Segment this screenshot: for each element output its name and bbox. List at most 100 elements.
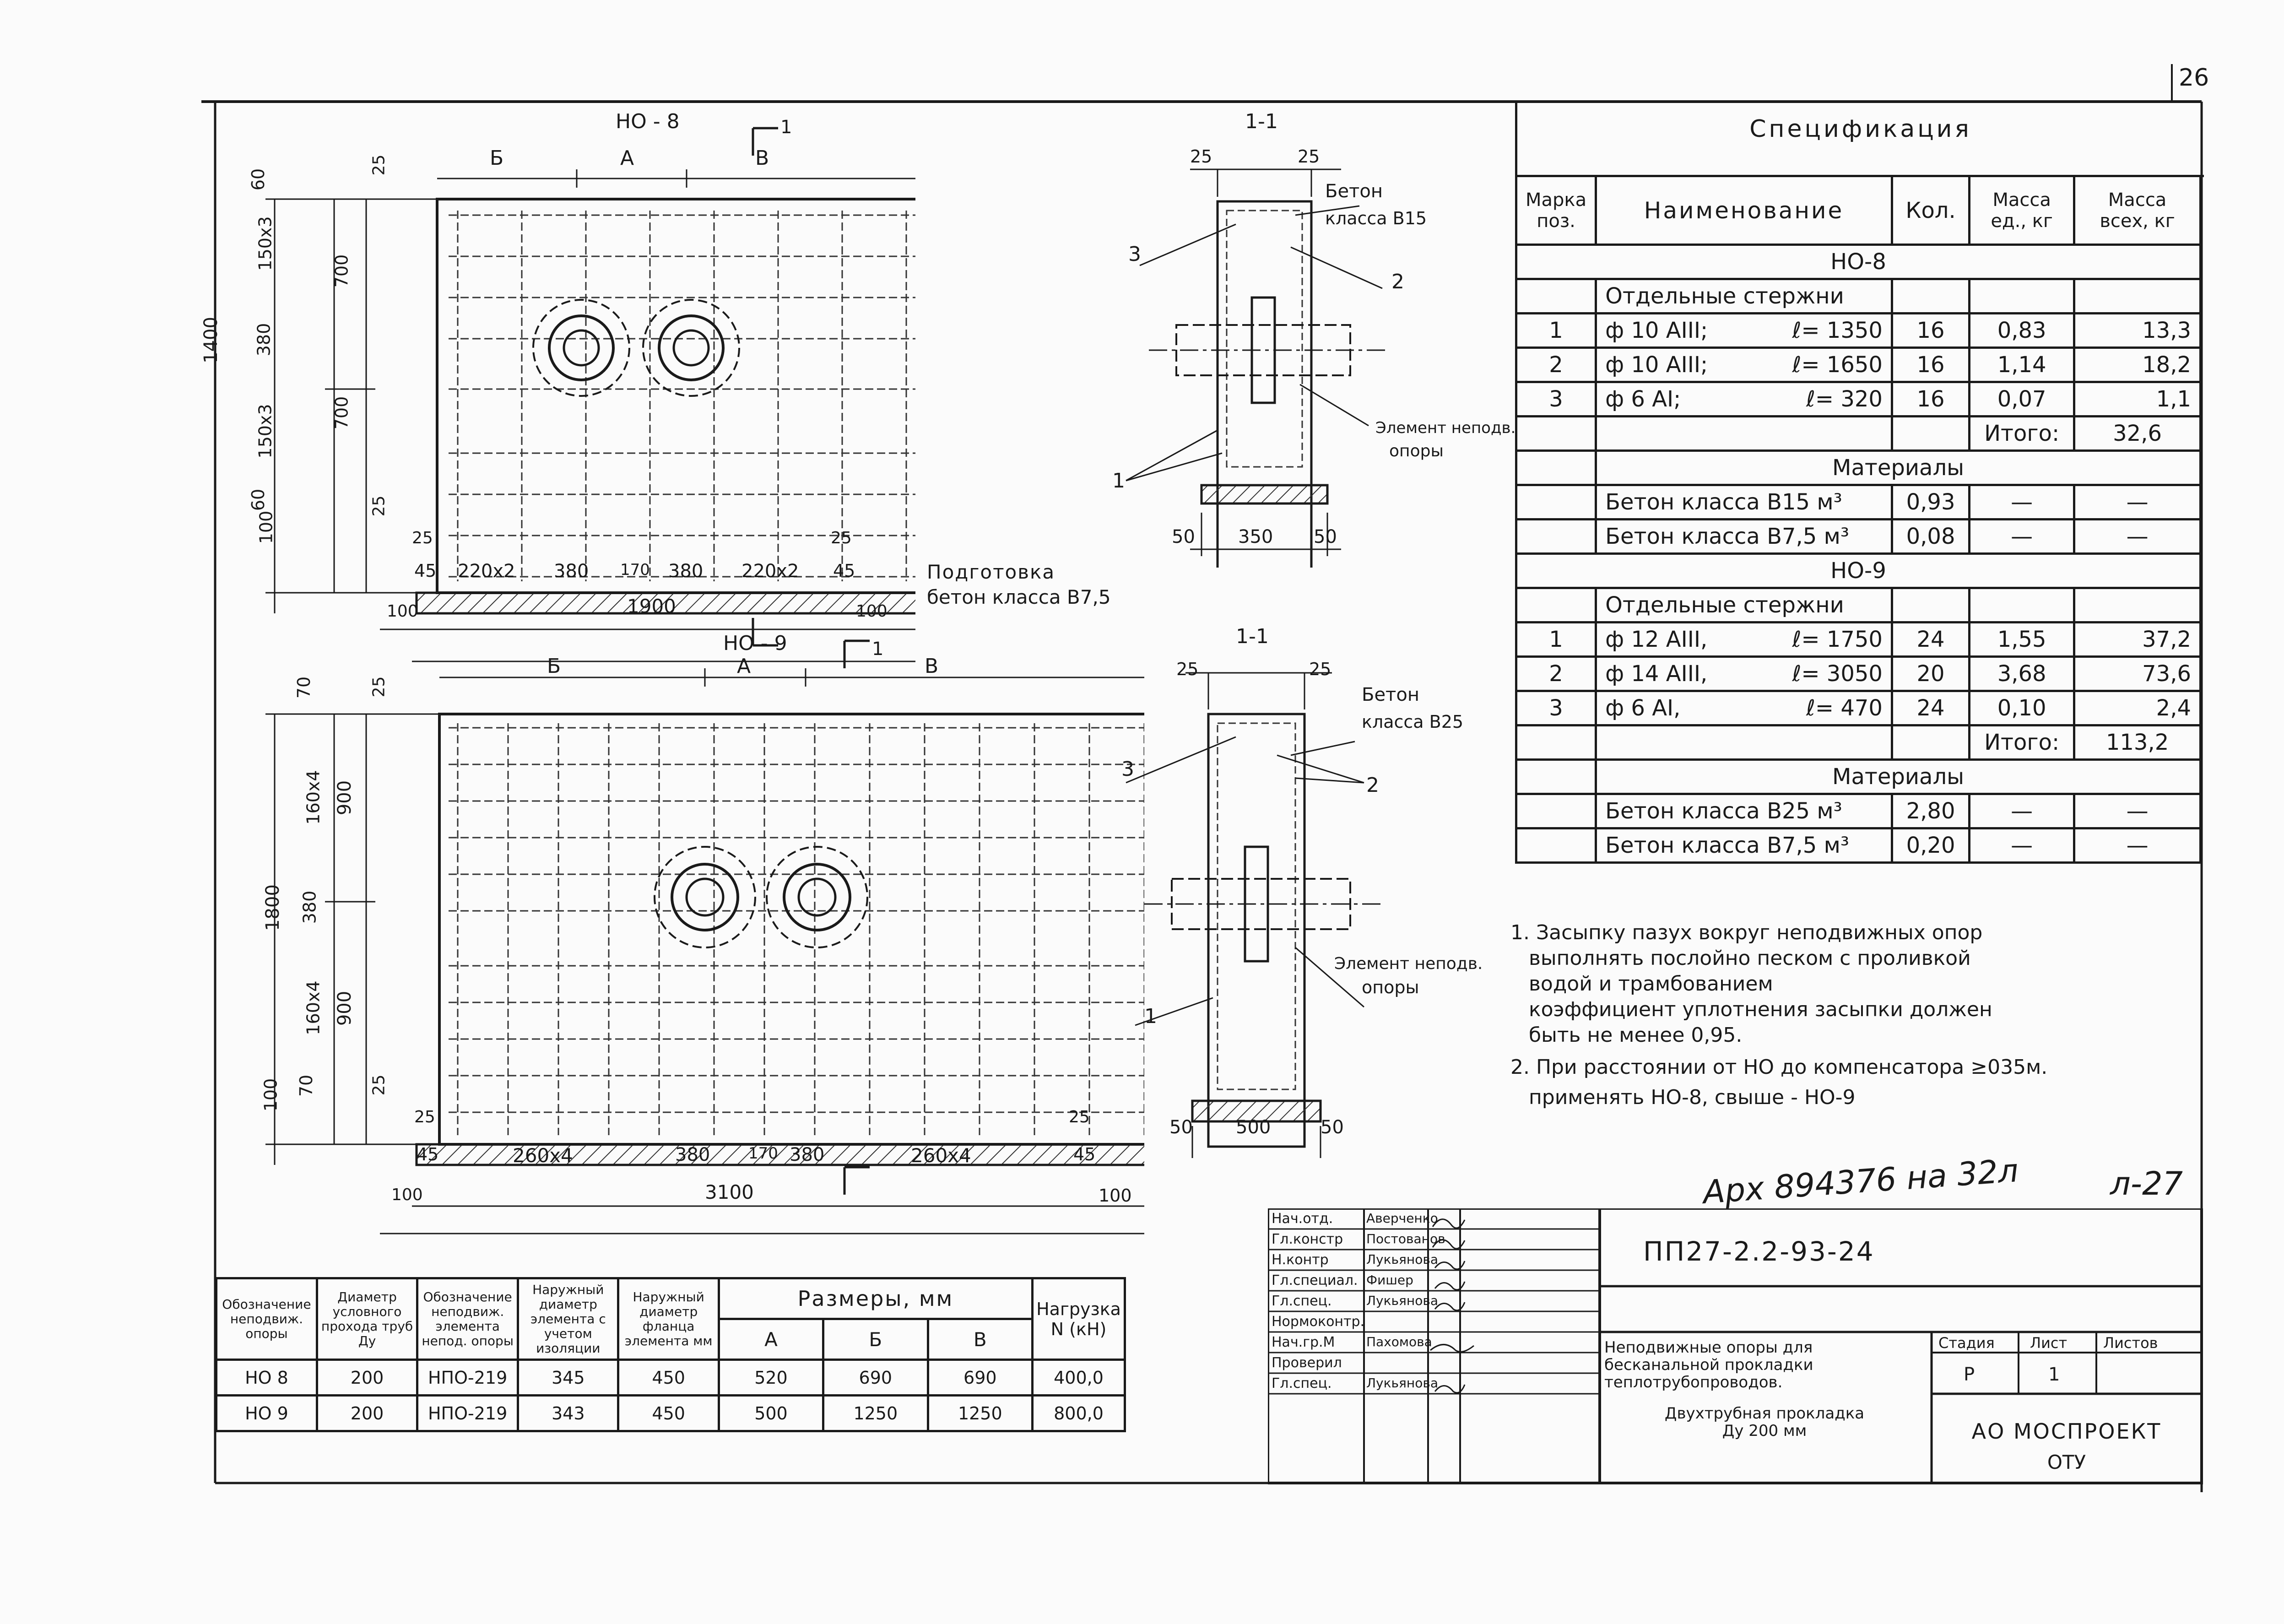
dims-cell: 500 (717, 1394, 825, 1432)
dims-cell: 200 (315, 1394, 419, 1432)
ho9-bottom-dim-380-right: 380 (790, 1144, 825, 1165)
spec-item-length: ℓ= 320 (1806, 386, 1883, 412)
spec-qty: 0,20 (1890, 827, 1971, 864)
spec-pos: 1 (1515, 312, 1597, 349)
section-ho8-bottom-dim-left: 50 (1172, 526, 1195, 547)
spec-ho9-total-label: Итого: (1968, 724, 2076, 761)
ho9-bottom-dim-45-right: 45 (1073, 1144, 1096, 1164)
plan-ho9 (265, 639, 1144, 1234)
notes: 1. Засыпку пазух вокруг неподвижных опор… (1510, 920, 2179, 1110)
spec-total-mass: — (2073, 518, 2202, 555)
spec-unit-mass: — (1968, 793, 2076, 829)
note-1-line-5: быть не менее 0,95. (1529, 1023, 1743, 1047)
tb-role-4: Гл.специал. (1272, 1272, 1358, 1288)
ho9-bottom-total: 3100 (705, 1181, 754, 1203)
ho9-left-dim-160x4-top: 160х4 (303, 770, 324, 825)
dims-cell: НПО-219 (416, 1359, 520, 1397)
spec-ho9-total-row: Итого: 113,2 (1515, 724, 2202, 761)
ho9-left-dim-380: 380 (299, 890, 320, 924)
note-1-line-4: коэффициент уплотнения засыпки должен (1529, 998, 1992, 1021)
spec-unit-mass: 3,68 (1968, 655, 2076, 692)
ho8-bottom-dim-220x2-right: 220х2 (741, 561, 799, 582)
spec-title-box: Спецификация (1515, 102, 2204, 177)
tb-sheet-number: 1 (2048, 1364, 2060, 1385)
spec-qty: 16 (1890, 312, 1971, 349)
section-ho8-top-dim-left: 25 (1190, 146, 1212, 167)
tb-stage: Р (1964, 1364, 1975, 1385)
spec-pos: 2 (1515, 346, 1597, 383)
spec-qty: 0,08 (1890, 518, 1971, 555)
dims-subheader-row: А Б В (216, 1318, 1125, 1361)
ho8-zone-v: В (755, 146, 769, 170)
section-ho8-bottom-dim-right: 50 (1314, 526, 1337, 547)
ho9-inner-dim-top: 900 (334, 780, 356, 816)
section-ho8-element-1: Элемент неподв. (1375, 419, 1516, 437)
tb-sheets-label: Листов (2103, 1334, 2158, 1352)
ho8-bottom-dim-380-left: 380 (554, 561, 589, 582)
spec-pos: 1 (1515, 621, 1597, 658)
title-block-grid (1268, 1208, 2203, 1484)
spec-row: Бетон класса В7,5 м³ 0,08 — — (1515, 518, 2202, 555)
tb-name-5: Лукьянова (1366, 1293, 1438, 1308)
ho9-left-dim-100: 100 (260, 1078, 281, 1112)
spec-col-pos: Марка поз. (1515, 175, 1597, 246)
spec-col-name: Наименование (1595, 175, 1893, 246)
tb-role-8: Проверил (1272, 1355, 1342, 1371)
ho9-pipe-2 (766, 846, 868, 948)
section-ho8-callout-2: 2 (1391, 270, 1404, 293)
dims-col-du: Диаметр условного прохода труб Ду (315, 1277, 419, 1361)
ho9-outer-dim-right: 100 (1099, 1186, 1132, 1206)
ho8-pipe-2 (642, 299, 740, 397)
spec-ho8-materials-label-row: Материалы (1515, 449, 2202, 486)
tb-code: ПП27-2.2-93-24 (1643, 1236, 1875, 1267)
ho9-bottom-dim-170: 170 (748, 1144, 778, 1163)
ho8-bottom-dim-380-right: 380 (668, 561, 704, 582)
dims-cell: 520 (717, 1359, 825, 1397)
ho9-zone-v: В (925, 655, 939, 678)
tb-description: Неподвижные опоры для бесканальной прокл… (1604, 1339, 1925, 1440)
spec-ho8-total: 32,6 (2073, 415, 2202, 452)
spec-total-mass: — (2073, 484, 2202, 520)
spec-item-name: ф 14 АIII, (1605, 661, 1708, 687)
tb-desc-line-1: Неподвижные опоры для (1604, 1338, 1813, 1357)
dims-load-header: Нагрузка N (кН) (1031, 1277, 1126, 1361)
ho8-bottom-dim-170: 170 (620, 561, 650, 579)
ho8-bottom-dim-45-left: 45 (414, 561, 437, 581)
ho8-bottom-edge-dim-right: 25 (831, 529, 852, 547)
spec-row: 3 ф 6 АI;ℓ= 320 16 0,07 1,1 (1515, 381, 2202, 417)
spec-item: ф 14 АIII,ℓ= 3050 (1595, 655, 1893, 692)
dims-cell: НО 8 (215, 1359, 318, 1397)
spec-total-mass: 18,2 (2073, 346, 2202, 383)
dims-cell: 1250 (822, 1394, 929, 1432)
tb-role-5: Гл.спец. (1272, 1293, 1332, 1309)
dims-col-v: В (926, 1318, 1034, 1361)
tb-name-3: Лукьянова (1366, 1252, 1438, 1267)
ho9-zone-a: А (737, 655, 751, 678)
tb-org-1: АО МОСПРОЕКТ (1971, 1419, 2162, 1444)
plan-ho8 (265, 127, 915, 662)
spec-ho9-label: НО-9 (1515, 552, 2202, 589)
spec-unit-mass: — (1968, 827, 2076, 864)
section-ho8-concrete-1: Бетон (1325, 181, 1383, 202)
dims-cell: 450 (617, 1394, 720, 1432)
spec-item-length: ℓ= 1350 (1792, 318, 1883, 343)
ho9-left-dim-160x4-bot: 160х4 (303, 980, 324, 1035)
ho9-base-prep (415, 1143, 1144, 1166)
note-1-line-1: 1. Засыпку пазух вокруг неподвижных опор (1510, 921, 1983, 944)
spec-ho8-label-row: НО-8 (1515, 244, 2202, 280)
ho9-rebar-grid (449, 723, 1144, 1135)
dims-col-designation: Обозначение неподвиж. опоры (215, 1277, 318, 1361)
spec-qty: 0,93 (1890, 484, 1971, 520)
spec-material-name: Бетон класса В15 м³ (1595, 484, 1893, 520)
spec-total-mass: 1,1 (2073, 381, 2202, 417)
dims-row-ho9: НО 9 200 НПО-219 343 450 500 1250 1250 8… (215, 1394, 1126, 1432)
spec-material-name: Бетон класса В7,5 м³ (1595, 827, 1893, 864)
ho8-left-dim-380: 380 (254, 323, 274, 357)
section-ho9-callout-2: 2 (1366, 774, 1379, 797)
tb-desc-line-2: бесканальной прокладки (1604, 1356, 1813, 1374)
note-1-line-2: выполнять послойно песком с проливкой (1529, 947, 1971, 970)
dims-cell: НО 9 (215, 1394, 318, 1432)
ho9-bottom-dim-380-left: 380 (675, 1144, 710, 1165)
dims-cell: 690 (926, 1359, 1034, 1397)
spec-ho9-label-row: НО-9 (1515, 552, 2202, 589)
